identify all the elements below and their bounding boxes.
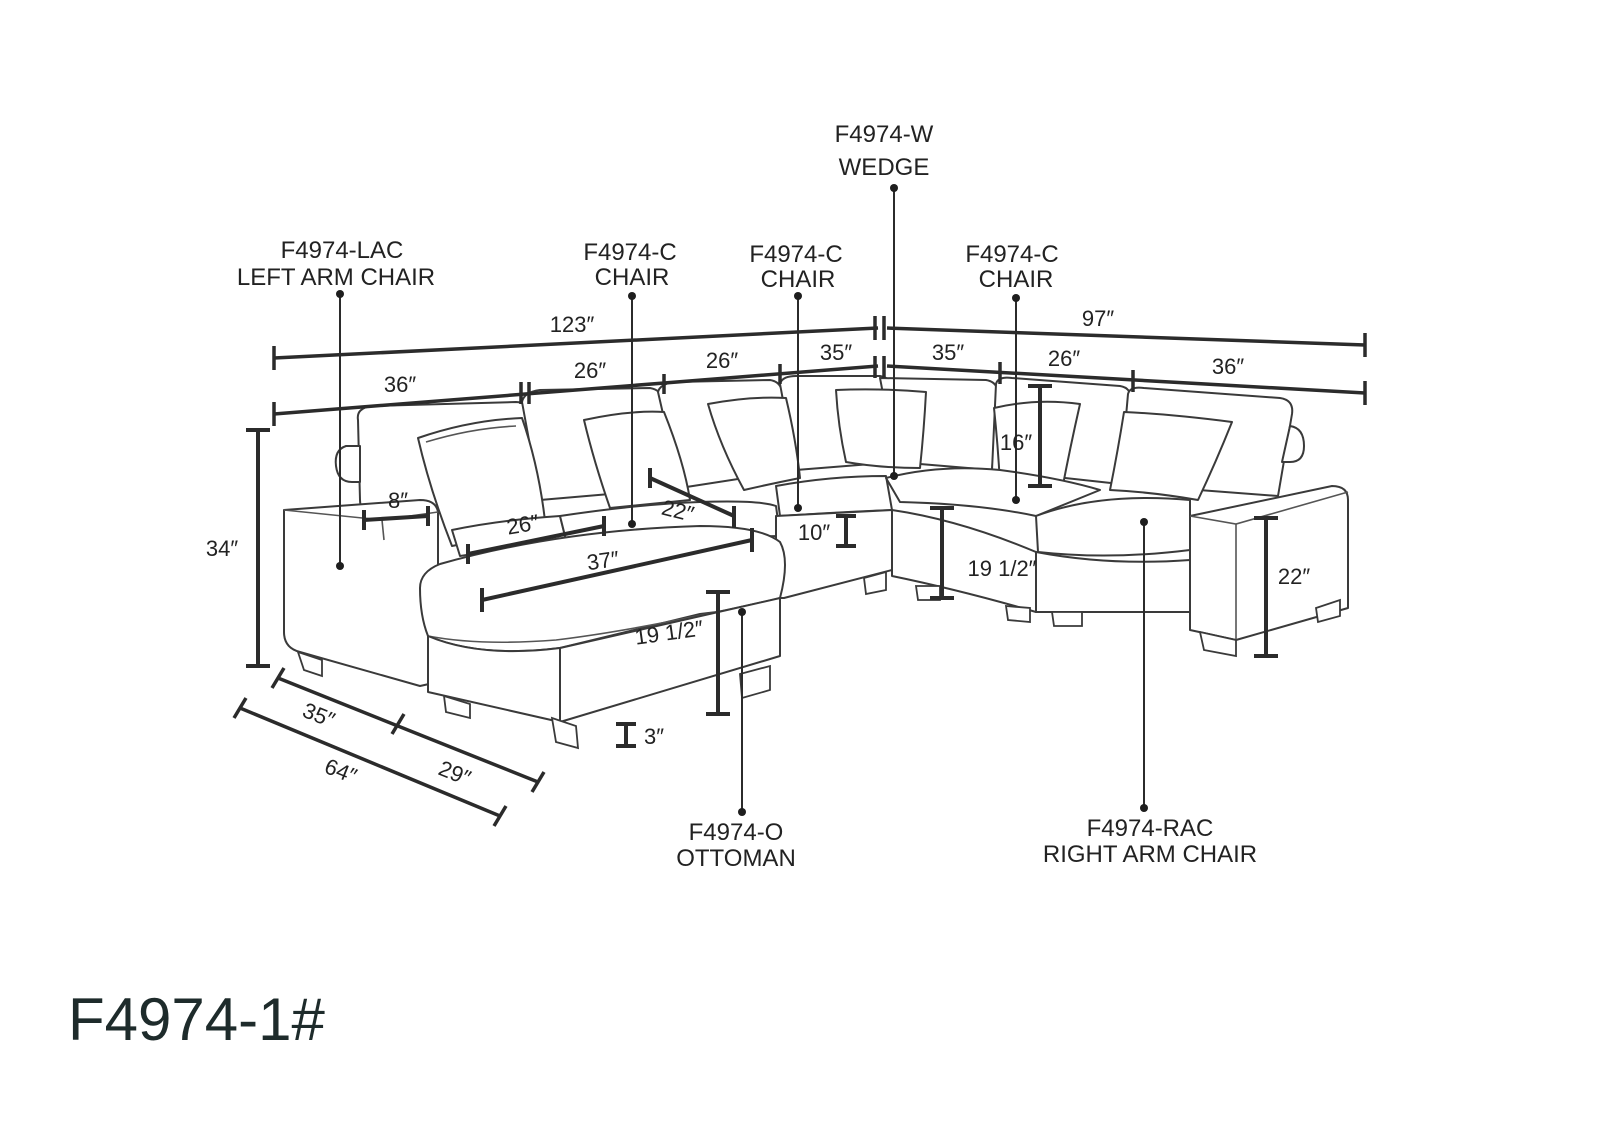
sofa-illustration (283, 375, 1349, 750)
label-rac-name: RIGHT ARM CHAIR (1043, 841, 1257, 868)
label-chair1-code: F4974-C (583, 239, 676, 266)
model-number: F4974-1# (68, 986, 325, 1053)
dim-chair3-width: 26″ (1048, 346, 1080, 371)
dim-left-total: 123″ (550, 312, 595, 337)
label-chair3-name: CHAIR (979, 266, 1054, 293)
dim-cushion-height: 10″ (798, 520, 830, 545)
label-wedge-name: WEDGE (839, 154, 930, 181)
label-rac-code: F4974-RAC (1087, 815, 1214, 842)
dim-wedge-left-width: 35″ (820, 340, 852, 365)
label-chair2-code: F4974-C (749, 241, 842, 268)
dim-chair2-width: 26″ (706, 348, 738, 373)
dim-chair-depth: 35″ (299, 697, 338, 732)
dim-back-height: 34″ (206, 536, 238, 561)
label-lac-code: F4974-LAC (281, 237, 404, 264)
dim-chaise-depth: 64″ (321, 753, 360, 788)
dim-pillow-height: 16″ (1000, 430, 1032, 455)
dim-seat-depth-a: 26″ (505, 509, 541, 539)
label-wedge-code: F4974-W (835, 121, 934, 148)
dim-seat-height-wedge: 19 1/2″ (968, 556, 1037, 581)
dim-leg-height: 3″ (644, 724, 664, 749)
dimension-lines (232, 316, 1367, 827)
label-chair3-code: F4974-C (965, 241, 1058, 268)
leader-lines (336, 184, 1148, 816)
label-chair1-name: CHAIR (595, 264, 670, 291)
label-lac-name: LEFT ARM CHAIR (237, 264, 435, 291)
dim-ottoman-length: 37″ (585, 546, 621, 575)
dim-ottoman-depth: 29″ (435, 755, 474, 790)
label-ottoman-code: F4974-O (689, 819, 784, 846)
dim-left-arm-width: 36″ (384, 372, 416, 397)
piece-labels: F4974-LAC LEFT ARM CHAIR F4974-C CHAIR F… (237, 121, 1257, 872)
dim-wedge-right-width: 35″ (932, 340, 964, 365)
dim-arm-height: 22″ (1278, 564, 1310, 589)
label-ottoman-name: OTTOMAN (676, 845, 796, 872)
label-chair2-name: CHAIR (761, 266, 836, 293)
dim-right-arm-width: 36″ (1212, 354, 1244, 379)
dim-right-total: 97″ (1082, 306, 1114, 331)
dimension-labels: 123″ 97″ 36″ 26″ 26″ 35″ 35″ 26″ 36″ 34″… (206, 306, 1310, 791)
dim-chair1-width: 26″ (574, 358, 606, 383)
dim-arm-thickness: 8″ (388, 488, 408, 513)
